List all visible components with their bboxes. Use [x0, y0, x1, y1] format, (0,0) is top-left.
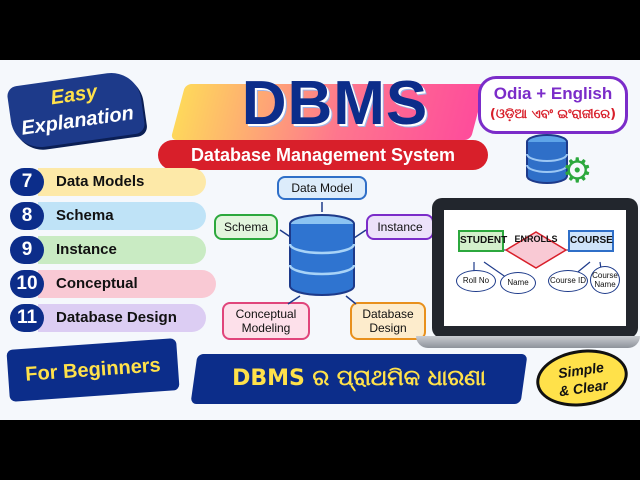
arrow-icon — [345, 295, 357, 305]
beginners-text: For Beginners — [24, 354, 162, 386]
conceptual-modeling-box: Conceptual Modeling — [222, 302, 310, 340]
topic-number: 8 — [10, 202, 44, 230]
arrow-icon — [353, 229, 367, 239]
data-model-box: Data Model — [277, 176, 367, 200]
attribute-course-name: Course Name — [590, 266, 620, 294]
easy-explanation-badge: Easy Explanation — [6, 69, 146, 151]
arrow-icon — [287, 295, 301, 305]
relationship-enrolls: ENROLLS — [514, 234, 558, 244]
thumbnail: Easy Explanation DBMS Database Managemen… — [0, 60, 640, 420]
database-design-box: Database Design — [350, 302, 426, 340]
topic-label: Instance — [38, 236, 206, 264]
page-title: DBMS — [241, 69, 429, 138]
topic-item: Instance 9 — [10, 236, 206, 264]
banner-text: DBMS ର ପ୍ରାଥମିକ ଧାରଣା — [232, 366, 486, 391]
laptop-base — [416, 336, 640, 348]
entity-course: COURSE — [568, 230, 614, 252]
beginners-badge: For Beginners — [6, 338, 180, 402]
relationship-diamond — [504, 231, 568, 269]
letterbox-bottom — [0, 420, 640, 480]
topic-item: Data Models 7 — [10, 168, 206, 196]
topic-number: 9 — [10, 236, 44, 264]
database-icon — [526, 134, 568, 184]
bottom-banner: DBMS ର ପ୍ରାଥମିକ ଧାରଣା — [190, 354, 528, 404]
topic-label: Data Models — [38, 168, 206, 196]
language-line2: (ଓଡ଼ିଆ ଏବଂ ଇଂରାଜୀରେ) — [489, 107, 617, 122]
gear-icon: ⚙ — [562, 152, 593, 190]
design-line2: Design — [369, 321, 407, 335]
design-line1: Database — [362, 307, 414, 321]
er-connectors — [473, 231, 603, 281]
schema-box: Schema — [214, 214, 278, 240]
course-name-line2: Name — [594, 280, 616, 289]
topic-item: Database Design 11 — [10, 304, 206, 332]
topic-item: Conceptual Modeling 10 — [10, 270, 216, 320]
conceptual-line2: Modeling — [241, 321, 291, 335]
attribute-name: Name — [500, 272, 536, 294]
topic-number: 7 — [10, 168, 44, 196]
topic-label: Schema — [38, 202, 206, 230]
simple-clear-badge: Simple & Clear — [532, 343, 632, 413]
database-icon — [288, 214, 356, 296]
language-line1: Odia + English — [493, 84, 613, 103]
conceptual-line1: Conceptual — [235, 307, 297, 321]
diagram-arrows — [279, 202, 367, 305]
attribute-roll-no: Roll No — [456, 270, 496, 292]
topic-item: Schema 8 — [10, 202, 206, 230]
entity-student: STUDENT — [458, 230, 507, 252]
topic-label: Database Design — [38, 304, 206, 332]
topic-number: 10 — [10, 270, 44, 298]
topic-label: Conceptual Modeling — [38, 270, 216, 320]
subtitle: Database Management System — [158, 140, 488, 170]
letterbox-top — [0, 0, 640, 60]
course-name-line1: Course — [592, 271, 618, 280]
attribute-course-id: Course ID — [548, 270, 588, 292]
language-badge: Odia + English (ଓଡ଼ିଆ ଏବଂ ଇଂରାଜୀରେ) — [478, 76, 628, 134]
topic-number: 11 — [10, 304, 44, 332]
